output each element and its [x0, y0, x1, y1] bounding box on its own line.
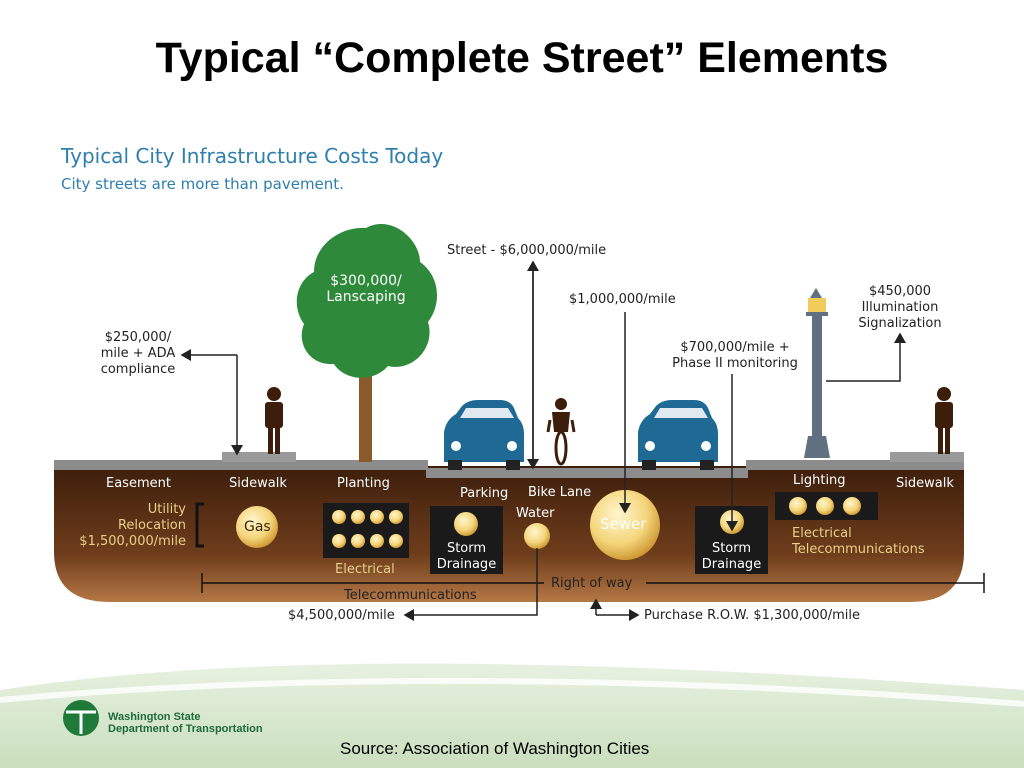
gas-label: Gas — [244, 519, 271, 535]
electrical-conduits — [332, 510, 403, 548]
zone-easement: Easement — [106, 476, 171, 491]
car-right-icon — [638, 400, 718, 470]
electrical-label: Electrical — [335, 562, 395, 577]
infographic-subtitle: City streets are more than pavement. — [61, 175, 344, 193]
sewer-label: Sewer — [600, 515, 647, 533]
street-lamp-icon — [804, 288, 830, 458]
pedestrian-right-icon — [935, 387, 953, 454]
tree-canopy — [296, 224, 438, 378]
right-of-way-line — [201, 573, 985, 593]
right-of-way-label: Right of way — [551, 576, 633, 591]
sewer-pipe — [590, 490, 660, 560]
car-left-icon — [444, 400, 524, 470]
lighting-conduits — [789, 497, 861, 515]
zone-sidewalk-left: Sidewalk — [229, 476, 287, 491]
storm-cost-label: $700,000/mile +Phase II monitoring — [672, 340, 798, 371]
gas-pipe — [236, 506, 278, 548]
source-citation: Source: Association of Washington Cities — [340, 739, 650, 758]
telecommunications-label: Telecommunications — [344, 588, 477, 603]
zone-lighting: Lighting — [793, 473, 846, 488]
wsdot-logo-text: Washington State Department of Transport… — [108, 711, 263, 735]
water-pipe — [524, 523, 550, 549]
cyclist-icon — [546, 398, 576, 466]
water-label: Water — [516, 506, 555, 521]
landscaping-cost-label: $300,000/Lanscaping — [326, 273, 406, 305]
sidewalk-right-slab — [890, 452, 964, 462]
pedestrian-left-icon — [265, 387, 283, 454]
zone-parking: Parking — [460, 486, 509, 501]
storm-pipe-1 — [454, 512, 478, 536]
utility-bracket — [195, 502, 204, 548]
telecom-cost-label: $4,500,000/mile — [288, 608, 395, 623]
street-cost-label: Street - $6,000,000/mile — [447, 243, 607, 258]
zone-bike-lane: Bike Lane — [528, 485, 592, 500]
callout-arrows — [180, 260, 906, 621]
sewer-cost-label: $1,000,000/mile — [569, 292, 676, 307]
infographic-title: Typical City Infrastructure Costs Today — [61, 144, 444, 168]
slide-title: Typical “Complete Street” Elements — [155, 34, 889, 82]
zone-planting: Planting — [337, 476, 390, 491]
tree-trunk — [359, 368, 372, 462]
zone-sidewalk-right: Sidewalk — [896, 476, 954, 491]
sidewalk-left-slab — [222, 452, 296, 462]
purchase-row-cost-label: Purchase R.O.W. $1,300,000/mile — [644, 608, 861, 623]
wsdot-logo-icon — [63, 700, 99, 736]
